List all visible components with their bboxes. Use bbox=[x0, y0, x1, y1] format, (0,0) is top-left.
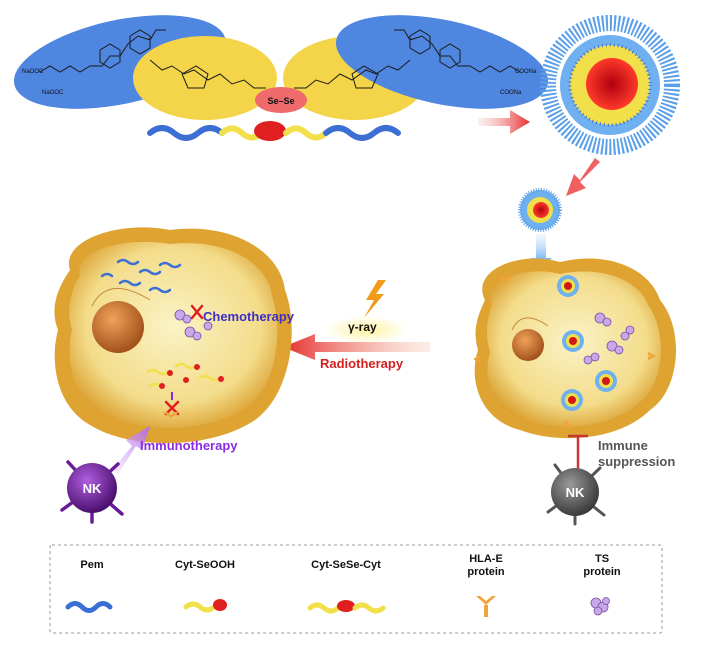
skeleton-right bbox=[294, 29, 521, 89]
radiotherapy-label: Radiotherapy bbox=[320, 356, 404, 371]
gamma-glow bbox=[325, 316, 409, 344]
sugar-left bbox=[181, 65, 209, 89]
right-group-2: COONa bbox=[500, 90, 522, 96]
sese-chain-illustration bbox=[147, 121, 401, 141]
right-cell bbox=[473, 258, 677, 439]
ring-left-2 bbox=[99, 43, 121, 69]
sese-label: Se–Se bbox=[267, 96, 294, 106]
pem-legend-icon bbox=[65, 601, 113, 613]
cyt-seooh-legend-icon bbox=[183, 601, 217, 613]
large-micelle bbox=[540, 15, 680, 155]
legend-ts-line2: protein bbox=[583, 566, 621, 578]
cyt-sese-cyt-legend-icon bbox=[307, 602, 341, 614]
legend-box bbox=[49, 544, 663, 634]
chemotherapy-label: Chemotherapy bbox=[203, 309, 295, 324]
gamma-ray-label: γ-ray bbox=[348, 320, 377, 334]
legend-ts-line1: TS bbox=[594, 553, 610, 565]
ring-right-1 bbox=[409, 29, 431, 55]
immunotherapy-label: Immunotherapy bbox=[140, 438, 238, 453]
inhibition-line bbox=[568, 434, 588, 470]
legend-pem-label: Pem bbox=[80, 559, 104, 571]
pem-domain-right bbox=[335, 15, 549, 109]
legend-cyt-seooh-label: Cyt-SeOOH bbox=[175, 559, 235, 571]
nk-label-right: NK bbox=[566, 485, 585, 500]
sese-linker bbox=[255, 87, 307, 113]
ts-legend-icon bbox=[590, 597, 610, 616]
hla-e-legend-icon bbox=[476, 596, 496, 617]
immune-suppression-line1: Immune bbox=[598, 438, 648, 453]
arrow-to-micelle bbox=[478, 110, 530, 134]
legend-hla-e-line1: HLA-E bbox=[469, 553, 503, 565]
legend-hla-e-line2: protein bbox=[467, 566, 505, 578]
skeleton-left bbox=[39, 29, 266, 89]
nk-cell-left bbox=[60, 460, 124, 524]
left-group-1: NaOOC bbox=[22, 69, 44, 75]
nk-cell-right bbox=[546, 463, 606, 526]
ring-right-2 bbox=[439, 43, 461, 69]
immune-suppression-line2: suppression bbox=[598, 454, 676, 469]
immunotherapy-arrow bbox=[112, 426, 150, 474]
nk-label-left: NK bbox=[83, 481, 102, 496]
left-cell bbox=[54, 227, 292, 444]
ring-left-1 bbox=[129, 29, 151, 55]
lightning-icon bbox=[364, 280, 386, 318]
legend-cyt-sese-cyt-label: Cyt-SeSe-Cyt bbox=[311, 559, 381, 571]
arrow-to-small-micelle bbox=[566, 158, 600, 196]
right-group-1: COONa bbox=[515, 69, 537, 75]
sugar-right bbox=[351, 65, 379, 89]
left-group-2: NaOOC bbox=[42, 90, 64, 96]
legend-icons bbox=[65, 596, 610, 617]
molecule-structure bbox=[13, 15, 549, 120]
small-micelle bbox=[518, 188, 562, 232]
radiotherapy-arrow bbox=[283, 334, 430, 360]
